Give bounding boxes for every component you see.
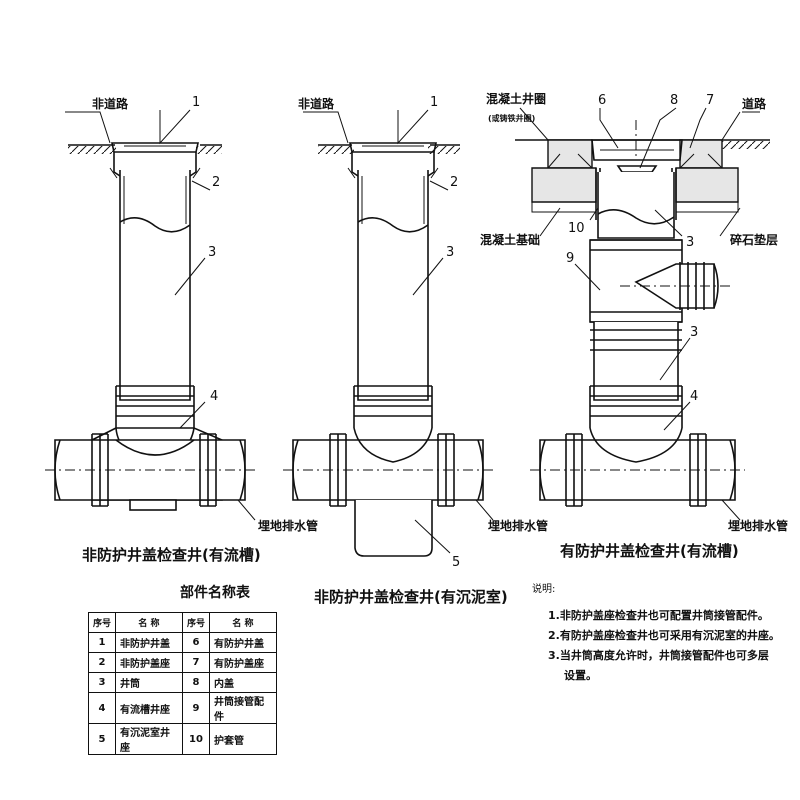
table-row: 1 非防护井盖 6 有防护井盖 [88, 632, 277, 653]
road-label: 道路 [742, 96, 767, 111]
notes: 说明: 1.非防护盖座检查井也可配置井筒接管配件。 2.有防护盖座检查井也可采用… [532, 580, 792, 686]
parts-table-title: 部件名称表 [180, 585, 250, 601]
callout-9: 9 [566, 251, 574, 266]
well-shaft [119, 170, 191, 401]
cover-1 [111, 142, 199, 153]
header-name: 名 称 [115, 612, 183, 633]
table-header-row: 序号 名 称 序号 名 称 [88, 612, 277, 633]
parts-table: 序号 名 称 序号 名 称 1 非防护井盖 6 有防护井盖 2 非防护盖座 7 … [88, 612, 277, 755]
diagram-right: 混凝土井圈 (或铸铁井圈) 6 8 7 道路 10 3 9 3 4 混凝土基础 … [480, 91, 788, 560]
pipe-label: 埋地排水管 [728, 518, 788, 533]
callout-5: 5 [452, 555, 460, 570]
header-no: 序号 [88, 612, 116, 633]
concrete-ring-label: 混凝土井圈 [486, 91, 546, 106]
ground-hatch [68, 146, 116, 154]
concrete-ring [547, 139, 593, 169]
well-shaft [593, 322, 679, 401]
diagram-left: 非道路 1 2 3 4 埋地排水管 非防护井盖检查井(有流槽) [45, 95, 318, 564]
inner-cover-8 [616, 165, 658, 173]
caption: 有防护井盖检查井(有流槽) [560, 542, 739, 560]
gravel-cushion-label: 碎石垫层 [730, 232, 778, 247]
note-item: 1.非防护盖座检查井也可配置井筒接管配件。 [548, 609, 769, 622]
caption: 非防护井盖检查井(有沉泥室) [314, 588, 508, 606]
callout-3: 3 [446, 245, 454, 260]
note-item: 设置。 [564, 669, 597, 682]
note-item: 2.有防护盖座检查井也可采用有沉泥室的井座。 [548, 629, 780, 642]
callout-2: 2 [212, 175, 220, 190]
table-row: 3 井筒 8 内盖 [88, 672, 277, 693]
callout-6: 6 [598, 93, 606, 108]
diagram-middle: 非道路 1 2 3 5 埋地排水管 非防护井盖检查井(有沉泥室) [283, 95, 548, 606]
sediment-chamber-base-5 [354, 500, 433, 557]
concrete-foundation-label: 混凝土基础 [480, 232, 540, 247]
road-label: 非道路 [298, 96, 335, 111]
notes-title: 说明: [532, 584, 556, 595]
callout-7: 7 [706, 93, 714, 108]
callout-4: 4 [210, 389, 218, 404]
table-row: 2 非防护盖座 7 有防护盖座 [88, 652, 277, 673]
concrete-ring [679, 139, 723, 169]
pipe-label: 埋地排水管 [488, 518, 548, 533]
ground-hatch [196, 146, 222, 154]
callout-4: 4 [690, 389, 698, 404]
well-shaft [597, 172, 675, 239]
callout-1: 1 [430, 95, 438, 110]
callout-2: 2 [450, 175, 458, 190]
concrete-ring-sublabel: (或铸铁井圈) [488, 113, 535, 123]
callout-3: 3 [208, 245, 216, 260]
cover-1 [349, 142, 437, 153]
caption: 非防护井盖检查井(有流槽) [82, 546, 261, 564]
callout-3: 3 [686, 235, 694, 250]
well-shaft [357, 170, 429, 401]
concrete-foundation [531, 167, 597, 203]
callout-3: 3 [690, 325, 698, 340]
header-name: 名 称 [209, 612, 277, 633]
table-row: 4 有流槽井座 9 井筒接管配件 [88, 692, 277, 724]
note-item: 3.当井筒高度允许时，井筒接管配件也可多层 [548, 649, 769, 662]
gravel-cushion [675, 201, 739, 213]
callout-1: 1 [192, 95, 200, 110]
callout-10: 10 [568, 221, 585, 236]
pipe-label: 埋地排水管 [258, 518, 318, 533]
header-no: 序号 [182, 612, 210, 633]
callout-8: 8 [670, 93, 678, 108]
gravel-cushion [531, 201, 597, 213]
outlet-block [129, 499, 177, 511]
shaft-break [119, 217, 191, 233]
concrete-foundation [675, 167, 739, 203]
road-label: 非道路 [92, 96, 129, 111]
table-row: 5 有沉泥室井座 10 护套管 [88, 723, 277, 755]
